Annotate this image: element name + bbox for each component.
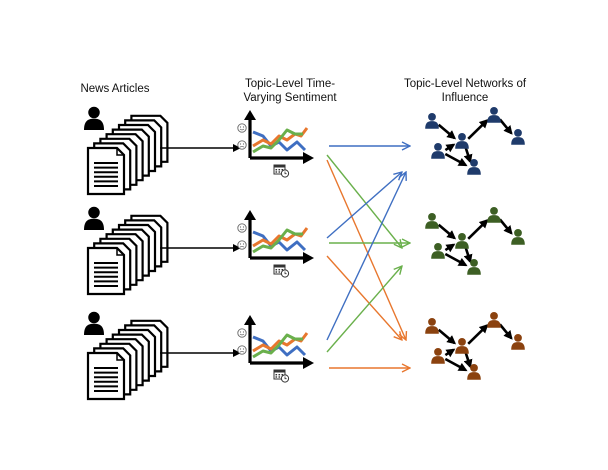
influence-edge (463, 146, 473, 164)
influence-edge (444, 348, 456, 358)
influence-edge (467, 119, 489, 140)
series-orange (252, 127, 309, 148)
node-person-icon (511, 228, 525, 245)
influence-edge (463, 246, 473, 264)
node-person-icon (455, 337, 469, 354)
sentiment-title: Topic-Level Time- Varying Sentiment (215, 77, 365, 105)
sentiment-title-line1: Topic-Level Time- (244, 78, 336, 90)
influence-edge (444, 152, 468, 167)
influence-edge (444, 143, 456, 153)
node-person-icon (511, 333, 525, 350)
influence-network (425, 206, 525, 275)
influence-edge (498, 118, 513, 135)
document-page (86, 146, 126, 196)
node-person-icon (487, 106, 501, 123)
influence-edge (444, 252, 468, 267)
smiley-sad-icon (237, 140, 247, 150)
topic-row-1 (84, 106, 525, 196)
link-topic3-to-network2 (326, 266, 402, 353)
document-stack-icon (86, 214, 169, 296)
influence-edge (467, 219, 489, 240)
series-green (252, 228, 303, 254)
series-green (252, 128, 303, 154)
x-axis-arrowhead (303, 357, 314, 369)
author-person-icon (84, 311, 104, 335)
networks-title-line1: Topic-Level Networks of (403, 78, 527, 90)
link-topic3-to-network1 (326, 172, 406, 341)
node-person-icon (425, 112, 439, 129)
smiley-sad-icon (237, 240, 247, 250)
influence-network (425, 311, 525, 380)
smiley-sad-icon (237, 345, 247, 355)
influence-edge (467, 324, 489, 345)
networks-title: Topic-Level Networks of Influence (385, 77, 545, 105)
series-orange (252, 227, 309, 248)
influence-network (425, 106, 525, 175)
influence-edge (444, 243, 456, 253)
node-person-icon (467, 258, 481, 275)
influence-edge (437, 223, 457, 240)
influence-edge (463, 351, 473, 369)
author-person-icon (84, 206, 104, 230)
smiley-happy-icon (237, 328, 247, 338)
series-green (252, 333, 303, 359)
document-page (86, 351, 126, 401)
series-orange (252, 332, 309, 353)
node-person-icon (467, 158, 481, 175)
node-person-icon (455, 132, 469, 149)
node-person-icon (431, 347, 445, 364)
networks-title-line2: Influence (441, 92, 489, 104)
document-stack-icon (86, 319, 169, 401)
influence-edge (437, 123, 457, 140)
x-axis-arrowhead (303, 252, 314, 264)
document-stack-icon (86, 114, 169, 196)
smiley-happy-icon (237, 123, 247, 133)
node-person-icon (425, 212, 439, 229)
node-person-icon (431, 142, 445, 159)
y-axis-arrowhead (244, 315, 256, 325)
node-person-icon (467, 363, 481, 380)
topic-row-3 (84, 311, 525, 401)
node-person-icon (511, 128, 525, 145)
calendar-clock-icon (273, 264, 290, 278)
node-person-icon (455, 232, 469, 249)
influence-edge (498, 323, 513, 340)
node-person-icon (487, 206, 501, 223)
sentiment-chart (237, 315, 314, 383)
influence-edge (437, 328, 457, 345)
link-topic1-to-network3 (326, 159, 406, 340)
calendar-clock-icon (273, 369, 290, 383)
smiley-happy-icon (237, 223, 247, 233)
news-articles-label: News Articles (80, 83, 150, 95)
sentiment-title-line2: Varying Sentiment (243, 92, 337, 104)
link-topic1-to-network2 (326, 154, 402, 248)
topic-row-2 (84, 206, 525, 296)
node-person-icon (431, 242, 445, 259)
node-person-icon (487, 311, 501, 328)
link-topic2-to-network3 (326, 255, 402, 340)
sentiment-chart (237, 110, 314, 178)
document-page (86, 246, 126, 296)
author-person-icon (84, 106, 104, 130)
x-axis-arrowhead (303, 152, 314, 164)
influence-edge (444, 357, 468, 372)
link-topic2-to-network1 (326, 172, 402, 239)
influence-edge (498, 218, 513, 235)
node-person-icon (425, 317, 439, 334)
sentiment-chart (237, 210, 314, 278)
y-axis-arrowhead (244, 110, 256, 120)
news-articles-title: News Articles (60, 82, 170, 96)
y-axis-arrowhead (244, 210, 256, 220)
calendar-clock-icon (273, 164, 290, 178)
